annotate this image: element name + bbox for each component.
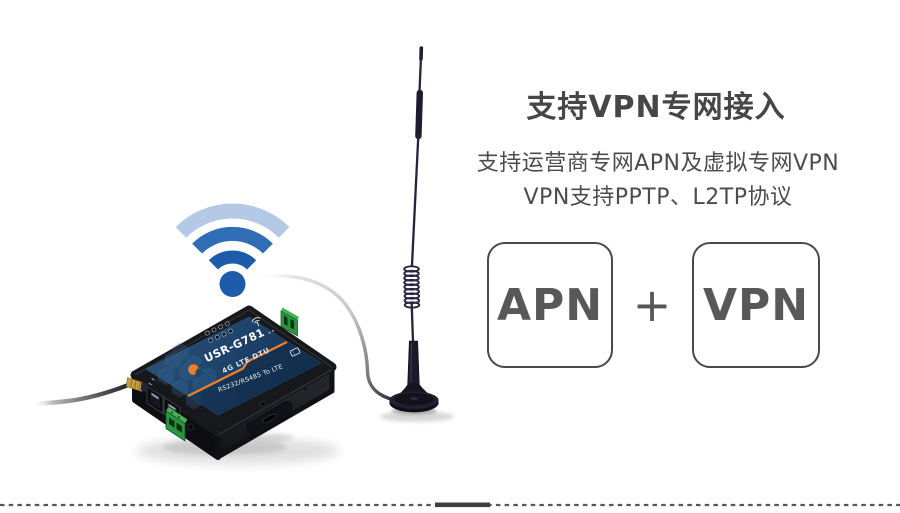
sma-cable bbox=[31, 383, 130, 406]
section-title: 支持VPN专网接入 bbox=[526, 90, 786, 125]
antenna-glyph-icon bbox=[251, 317, 261, 327]
antenna-base bbox=[389, 391, 439, 413]
sma-connector bbox=[125, 377, 148, 392]
accent-stripe bbox=[187, 340, 288, 398]
vpn-badge: VPN bbox=[692, 242, 820, 368]
divider-solid-segment bbox=[435, 502, 490, 508]
section-divider bbox=[0, 502, 900, 508]
plus-sign: + bbox=[632, 278, 672, 332]
led-indicators bbox=[204, 321, 234, 343]
wifi-middle-arc bbox=[192, 226, 273, 254]
section-description-line2: VPN支持PPTP、L2TP协议 bbox=[523, 185, 793, 210]
wifi-outer-arc bbox=[175, 203, 290, 238]
antenna-feed-cable bbox=[241, 274, 392, 401]
flange-slot bbox=[262, 413, 277, 424]
sim-icon bbox=[289, 347, 301, 357]
wifi-inner-arc bbox=[208, 250, 257, 270]
antenna-shadow bbox=[380, 411, 454, 422]
wifi-signal-icon bbox=[175, 203, 290, 297]
mounting-flange bbox=[246, 401, 292, 436]
flange-shadow bbox=[251, 433, 293, 442]
antenna-rod bbox=[410, 133, 420, 268]
section-description-line1: 支持运营商专网APN及虚拟专网VPN bbox=[476, 151, 840, 176]
antenna-upper-segment bbox=[415, 89, 423, 140]
usr-logo bbox=[188, 363, 203, 378]
screw-hole bbox=[260, 401, 266, 407]
device-image: USR-G781 4G LTE DTU RS232/RS485 To LTE bbox=[125, 305, 337, 460]
antenna-image bbox=[389, 46, 439, 413]
wifi-dot bbox=[219, 271, 246, 297]
antenna-coil bbox=[403, 265, 421, 309]
antenna-neck bbox=[407, 340, 420, 385]
apn-badge: APN bbox=[487, 242, 613, 368]
vpn-badge-label: VPN bbox=[702, 279, 810, 331]
apn-badge-label: APN bbox=[496, 279, 604, 331]
terminal-block-front bbox=[165, 407, 188, 442]
silkscreen-dots bbox=[268, 329, 274, 334]
power-jack bbox=[187, 423, 194, 431]
terminal-block-rear bbox=[280, 307, 299, 337]
